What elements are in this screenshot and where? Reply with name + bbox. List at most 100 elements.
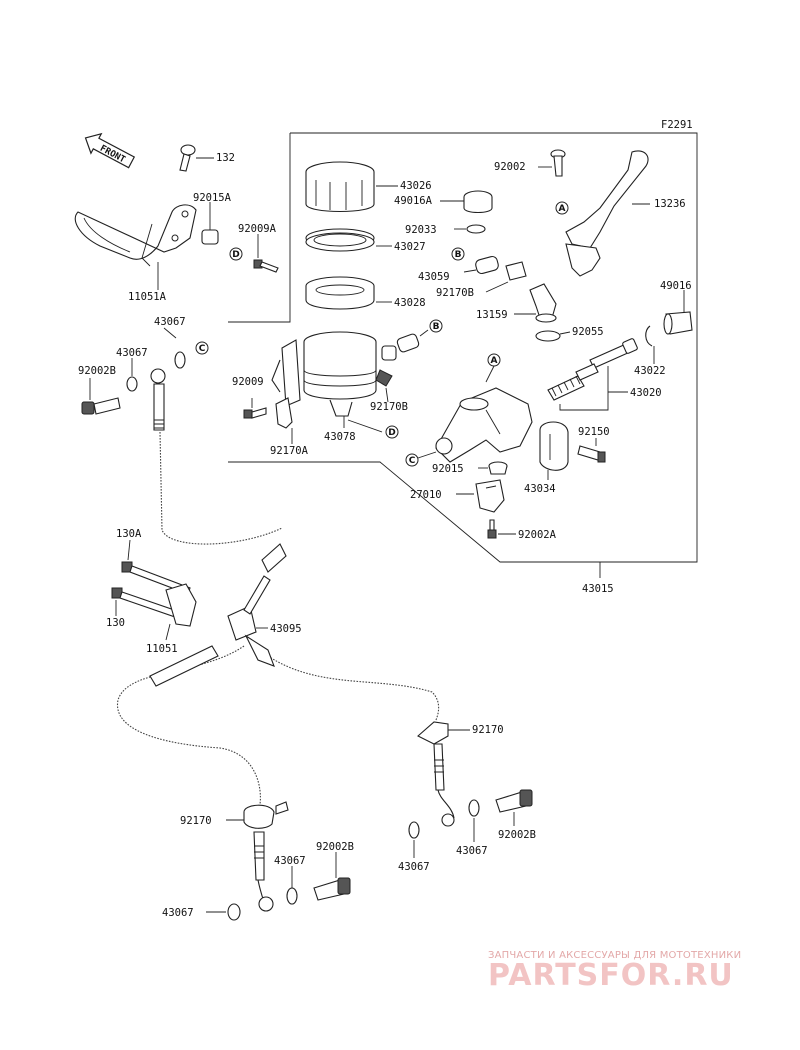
clamp-92170B [505,261,527,281]
cap-92015 [488,461,508,475]
label-92015: 92015 [432,463,464,475]
lever-13236 [565,150,649,277]
callout-a-1: A [559,204,566,214]
label-13159: 13159 [476,309,508,321]
label-43022: 43022 [634,365,666,377]
washer-43067-6 [227,903,241,921]
label-43067-1: 43067 [154,316,186,328]
label-49016A: 49016A [394,195,433,207]
label-43067-2: 43067 [116,347,148,359]
clamp-43034 [539,421,569,471]
label-92002B-2: 92002B [498,829,536,841]
label-130A: 130A [116,528,142,540]
label-92002A: 92002A [518,529,557,541]
banjo-bolt-92002B-3 [313,877,351,901]
callout-c-1: C [409,456,416,466]
label-43028: 43028 [394,297,426,309]
banjo-bolt-92002B-2 [495,789,533,813]
callout-b-1: B [433,322,440,332]
elbow-13159 [529,283,557,323]
figure-code: F2291 [661,119,693,131]
collar-92015A [201,229,219,245]
watermark: ЗАПЧАСТИ И АКСЕССУАРЫ ДЛЯ МОТОТЕХНИКИ PA… [488,950,788,993]
piston-assembly [547,338,638,401]
hose-line-3 [267,655,440,721]
label-92009A: 92009A [238,223,277,235]
label-43026: 43026 [400,180,432,192]
label-92170-1: 92170 [180,815,212,827]
reservoir-cap [305,161,375,213]
clamp-92170A [275,397,293,429]
washer-43067-1 [174,351,186,369]
boot-49016 [663,311,693,335]
diaphragm [305,276,375,310]
label-27010: 27010 [410,489,442,501]
label-11051: 11051 [146,643,178,655]
joint-43095 [149,543,287,687]
mirror-bracket [74,204,197,267]
label-92015A: 92015A [193,192,232,204]
bracket-11051 [165,583,197,627]
master-cylinder-body [435,387,533,463]
cap-49016A [463,190,493,214]
bolt-132 [179,144,196,172]
screw-92002A [487,519,497,539]
hose-fitting [375,333,420,387]
label-92055: 92055 [572,326,604,338]
banjo-left [243,801,289,912]
label-43020: 43020 [630,387,662,399]
label-43034: 43034 [524,483,556,495]
callout-b-2: B [455,250,462,260]
label-43059: 43059 [418,271,450,283]
front-arrow-icon: FRONT [84,132,136,169]
callout-c-2: C [199,344,206,354]
switch-27010 [475,479,505,513]
label-92150: 92150 [578,426,610,438]
ring-92033 [466,224,486,234]
reservoir-body [271,331,377,417]
screw-92009 [243,407,267,419]
banjo-bolt-92002B-1 [81,397,121,415]
assembly-outline [228,132,698,563]
label-92170-2: 92170 [472,724,504,736]
diaphragm-plate [305,228,375,252]
assembly-outline-left [228,133,291,323]
label-43067-5: 43067 [274,855,306,867]
label-43015: 43015 [582,583,614,595]
label-132: 132 [216,152,235,164]
banjo-right [417,721,455,827]
washer-43067-4 [468,799,480,817]
washer-43067-2 [126,376,138,392]
pivot-bolt-92002 [550,149,566,177]
label-92002: 92002 [494,161,526,173]
label-43078: 43078 [324,431,356,443]
watermark-logo: PARTSFOR.RU [488,958,734,993]
label-49016: 49016 [660,280,692,292]
banjo-fitting-upper [150,368,166,431]
label-92033: 92033 [405,224,437,236]
label-43067-3: 43067 [398,861,430,873]
callout-a-2: A [491,356,498,366]
label-130: 130 [106,617,125,629]
bolt-92150 [577,445,606,463]
washer-43067-5 [286,887,298,905]
label-13236: 13236 [654,198,686,210]
label-43095: 43095 [270,623,302,635]
label-92170B-1: 92170B [436,287,474,299]
label-43067-6: 43067 [162,907,194,919]
hose-43059 [475,255,499,275]
label-92002B-1: 92002B [78,365,116,377]
label-11051A: 11051A [128,291,167,303]
label-43027: 43027 [394,241,426,253]
callout-d-2: D [388,428,395,438]
washer-43067-3 [408,821,420,839]
label-92170B-2: 92170B [370,401,408,413]
callout-d-1: D [232,250,239,260]
label-92170A: 92170A [270,445,309,457]
screw-92009A [253,259,279,273]
circlip-43022 [645,325,653,347]
watermark-caption: ЗАПЧАСТИ И АКСЕССУАРЫ ДЛЯ МОТОТЕХНИКИ [488,950,742,961]
hose-line-1 [159,431,283,545]
